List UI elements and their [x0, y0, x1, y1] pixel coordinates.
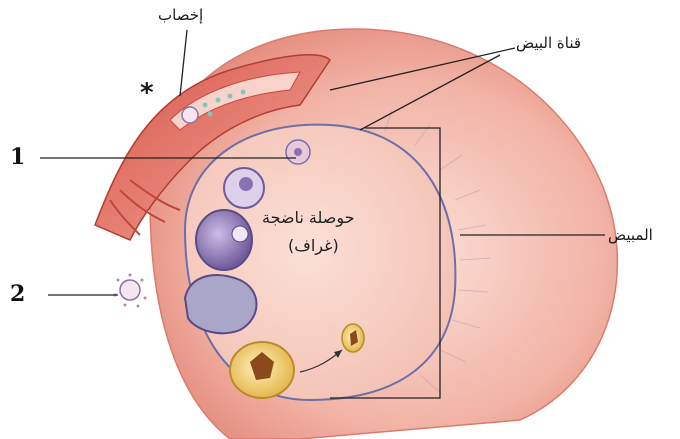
label-fertilization: إخصاب — [158, 6, 203, 24]
label-mature-follicle-graaf: (غراف) — [288, 236, 339, 255]
released-ovum — [120, 280, 140, 300]
fertilized-ovum — [182, 107, 198, 123]
marker-2: 2 — [10, 281, 25, 307]
asterisk-icon: * — [140, 78, 154, 108]
label-mature-follicle: حوصلة ناضجة — [262, 208, 355, 227]
label-ovary: المبيض — [608, 226, 653, 244]
label-oviduct: قناة البيض — [516, 34, 581, 52]
marker-1: 1 — [10, 144, 25, 170]
ruptured-follicle — [185, 275, 257, 333]
